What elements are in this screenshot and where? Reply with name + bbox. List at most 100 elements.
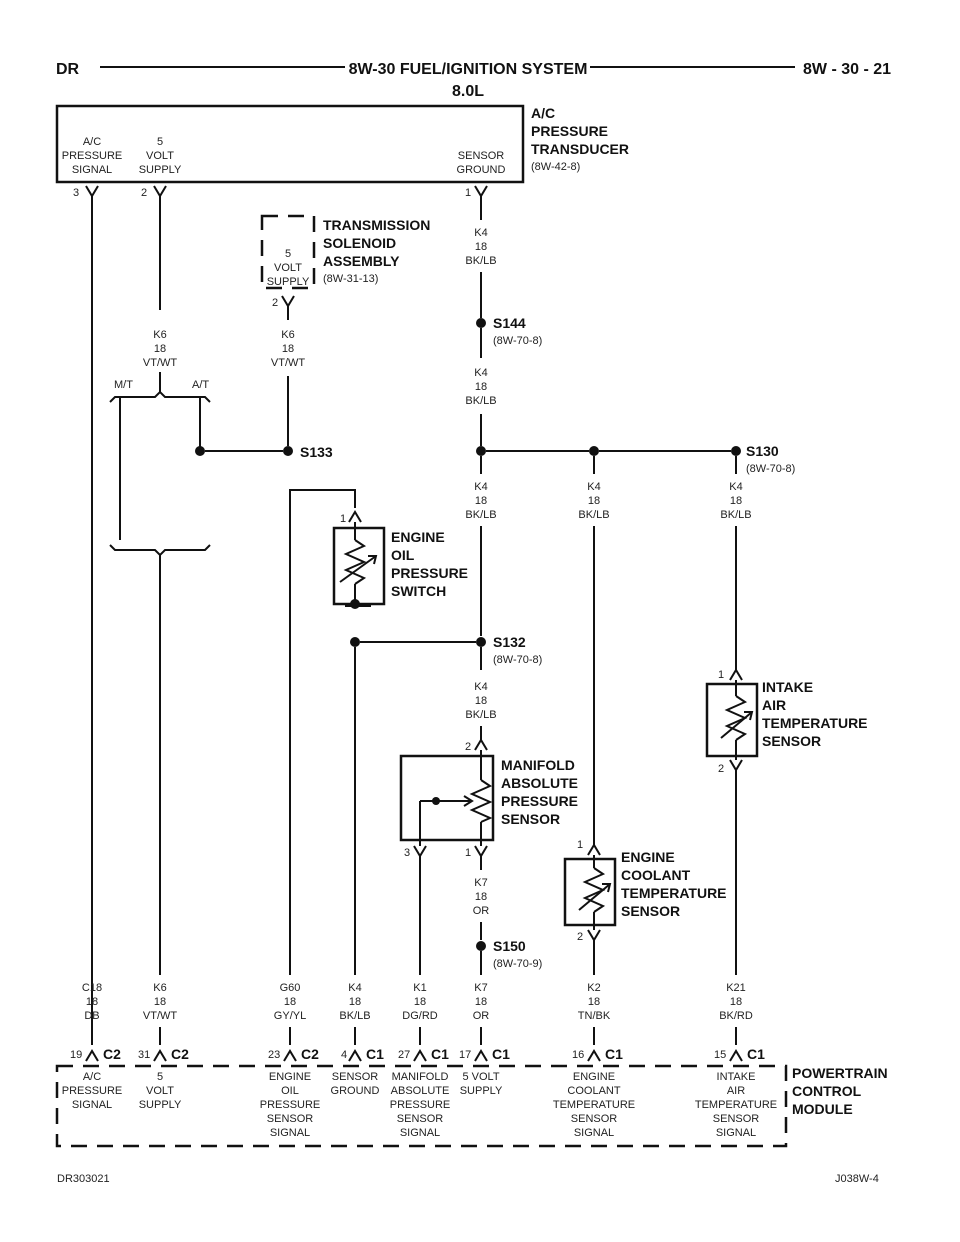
map-pin-num: 3 bbox=[404, 847, 410, 859]
pcm-connector-id: C1 bbox=[431, 1046, 449, 1062]
wire-label: K4 bbox=[474, 367, 487, 379]
header-left: DR bbox=[56, 61, 80, 78]
pcm-pin-label: PRESSURE bbox=[390, 1099, 451, 1111]
ect-pin-num: 2 bbox=[577, 931, 583, 943]
ac-pressure-transducer: A/C PRESSURE TRANSDUCER (8W-42-8) A/C PR… bbox=[55, 104, 629, 199]
transmission-solenoid-assembly: 5 VOLT SUPPLY TRANSMISSION SOLENOID ASSE… bbox=[260, 214, 430, 446]
ac-pin-label: VOLT bbox=[146, 150, 174, 162]
trans-pin-label: SUPPLY bbox=[267, 276, 310, 288]
trans-pin-label: 5 bbox=[285, 248, 291, 260]
wire-label: 18 bbox=[730, 996, 742, 1008]
pcm-pin-label: A/C bbox=[83, 1071, 101, 1083]
map-name-1: MANIFOLD bbox=[501, 757, 575, 773]
pcm-pin-label: 5 VOLT bbox=[462, 1071, 499, 1083]
map-pin-num: 1 bbox=[465, 847, 471, 859]
pcm-pin-label: PRESSURE bbox=[260, 1099, 321, 1111]
ac-pin-label: 5 bbox=[157, 136, 163, 148]
ect-pin-num: 1 bbox=[577, 839, 583, 851]
wire-label: K1 bbox=[413, 982, 426, 994]
pcm-pin-label: SIGNAL bbox=[270, 1127, 310, 1139]
pcm-pin-label: SIGNAL bbox=[716, 1127, 756, 1139]
left-wires: K6 18 VT/WT M/T A/T S133 bbox=[91, 196, 333, 1045]
pcm-pin-label: TEMPERATURE bbox=[695, 1099, 777, 1111]
option-mt: M/T bbox=[114, 379, 133, 391]
ac-pin-label: SIGNAL bbox=[72, 164, 112, 176]
pcm-pin-label: ENGINE bbox=[269, 1071, 311, 1083]
pcm-connector-id: C1 bbox=[747, 1046, 765, 1062]
ect-name-2: COOLANT bbox=[621, 867, 691, 883]
splice-s150: S150 bbox=[493, 938, 526, 954]
splice-s130: S130 bbox=[746, 443, 779, 459]
pcm-pin-label: AIR bbox=[727, 1085, 745, 1097]
wire-label: 18 bbox=[154, 343, 166, 355]
map-name-4: SENSOR bbox=[501, 811, 560, 827]
wire-label: K6 bbox=[281, 329, 294, 341]
option-at: A/T bbox=[192, 379, 209, 391]
map-sensor: 2 3 1 K7 18 OR S150 (8W-70-9) MANIFOLD A… bbox=[399, 738, 578, 975]
wire-label: 18 bbox=[282, 343, 294, 355]
oil-pin-num: 1 bbox=[340, 513, 346, 525]
footer-right: J038W-4 bbox=[835, 1173, 879, 1185]
wire-label: K4 bbox=[474, 481, 487, 493]
pcm-pin-label: SENSOR bbox=[332, 1071, 379, 1083]
pcm-pin-label: GROUND bbox=[331, 1085, 380, 1097]
ac-pin-label: SENSOR bbox=[458, 150, 505, 162]
wire-label: BK/LB bbox=[339, 1010, 370, 1022]
wire-label: BK/LB bbox=[465, 395, 496, 407]
wire-label: GY/YL bbox=[274, 1010, 306, 1022]
pcm-pin-num: 31 bbox=[138, 1049, 150, 1061]
iat-pin-num: 1 bbox=[718, 669, 724, 681]
oil-name-3: PRESSURE bbox=[391, 565, 468, 581]
wire-label: OR bbox=[473, 1010, 490, 1022]
pcm-connector-id: C1 bbox=[605, 1046, 623, 1062]
wire-label: 18 bbox=[588, 996, 600, 1008]
pcm-name-1: POWERTRAIN bbox=[792, 1065, 888, 1081]
pcm-pin-num: 17 bbox=[459, 1049, 471, 1061]
pcm-connector-id: C2 bbox=[103, 1046, 121, 1062]
splice-s150-ref: (8W-70-9) bbox=[493, 958, 542, 970]
engine-oil-pressure-switch: 1 ENGINE OIL PRESSURE SWITCH bbox=[289, 489, 468, 975]
wire-label: 18 bbox=[475, 241, 487, 253]
wire-label: 18 bbox=[475, 695, 487, 707]
splice-s132-ref: (8W-70-8) bbox=[493, 654, 542, 666]
wire-label: K4 bbox=[474, 681, 487, 693]
pcm-pin-label: SENSOR bbox=[713, 1113, 760, 1125]
wire-label: 18 bbox=[475, 996, 487, 1008]
pcm-pin-label: TEMPERATURE bbox=[553, 1099, 635, 1111]
wire-label: 18 bbox=[588, 495, 600, 507]
pcm-pin-num: 19 bbox=[70, 1049, 82, 1061]
ac-pin-num: 1 bbox=[465, 187, 471, 199]
footer: DR303021 J038W-4 bbox=[57, 1173, 879, 1185]
wire-label: K6 bbox=[153, 982, 166, 994]
pcm-pin-label: PRESSURE bbox=[62, 1085, 123, 1097]
wire-label: 18 bbox=[475, 381, 487, 393]
splice-s132: S132 bbox=[493, 634, 526, 650]
wire-label: DG/RD bbox=[402, 1010, 438, 1022]
oil-name-4: SWITCH bbox=[391, 583, 446, 599]
footer-left: DR303021 bbox=[57, 1173, 110, 1185]
engine-coolant-temperature-sensor: 1 2 ENGINE COOLANT TEMPERATURE SENSOR bbox=[563, 839, 727, 975]
pcm-connector-id: C1 bbox=[366, 1046, 384, 1062]
wire-label: K4 bbox=[474, 227, 487, 239]
trans-name-3: ASSEMBLY bbox=[323, 253, 400, 269]
wire-label: 18 bbox=[284, 996, 296, 1008]
header: DR 8W-30 FUEL/IGNITION SYSTEM 8W - 30 - … bbox=[56, 61, 891, 100]
pcm-connector-id: C1 bbox=[492, 1046, 510, 1062]
ac-transducer-name-2: PRESSURE bbox=[531, 123, 608, 139]
trans-name-1: TRANSMISSION bbox=[323, 217, 430, 233]
pcm-name-2: CONTROL bbox=[792, 1083, 862, 1099]
oil-name-2: OIL bbox=[391, 547, 415, 563]
ground-trunk: K4 18 BK/LB S144 (8W-70-8) K4 18 BK/LB S… bbox=[350, 196, 795, 975]
wire-label: K4 bbox=[348, 982, 361, 994]
header-title: 8W-30 FUEL/IGNITION SYSTEM bbox=[349, 61, 588, 78]
pcm-pin-label: SENSOR bbox=[397, 1113, 444, 1125]
map-name-2: ABSOLUTE bbox=[501, 775, 578, 791]
ac-pin-label: GROUND bbox=[457, 164, 506, 176]
bottom-wire-labels: C18 18 DB K6 18 VT/WT G60 18 GY/YL K4 18… bbox=[82, 982, 753, 1045]
wire-label: BK/RD bbox=[719, 1010, 753, 1022]
pcm-name-3: MODULE bbox=[792, 1101, 853, 1117]
ac-transducer-name-1: A/C bbox=[531, 105, 555, 121]
wire-label: BK/LB bbox=[720, 509, 751, 521]
pcm-pin-label: SENSOR bbox=[571, 1113, 618, 1125]
wire-label: DB bbox=[84, 1010, 99, 1022]
